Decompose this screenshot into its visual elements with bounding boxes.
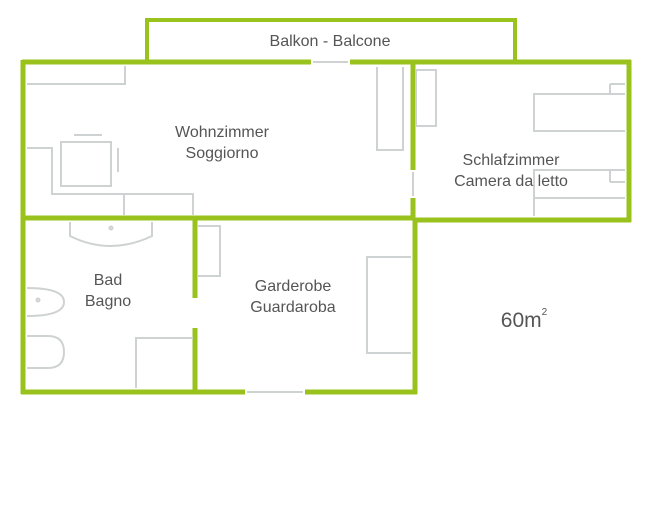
living-furniture (27, 66, 404, 215)
bathroom-label: Bad Bagno (85, 270, 131, 312)
balcony-label: Balkon - Balcone (270, 31, 391, 52)
bathroom-label-de: Bad (93, 272, 123, 289)
apartment-walls (20, 59, 632, 395)
bedroom-furniture (415, 69, 625, 216)
balcony-walls (145, 18, 517, 60)
bedroom-label-de: Schlafzimmer (462, 152, 560, 169)
wardrobe-label: Garderobe Guardaroba (250, 276, 335, 318)
wardrobe-label-de: Garderobe (254, 278, 332, 295)
bath-furniture (26, 222, 193, 388)
living-room-label: Wohnzimmer Soggiorno (175, 122, 269, 164)
area-label: 60m2 (500, 307, 548, 333)
balcony-label-text: Balkon - Balcone (269, 33, 391, 50)
wardrobe-furniture (198, 225, 411, 354)
living-room-label-it: Soggiorno (185, 145, 259, 162)
bathroom-label-it: Bagno (84, 293, 132, 310)
door-openings (247, 61, 414, 393)
bedroom-label: Schlafzimmer Camera da letto (454, 150, 568, 192)
area-unit-superscript: 2 (541, 307, 548, 318)
area-value: 60m (500, 309, 542, 332)
living-room-label-de: Wohnzimmer (175, 124, 269, 141)
bedroom-label-it: Camera da letto (454, 173, 568, 190)
wardrobe-label-it: Guardaroba (250, 299, 336, 316)
